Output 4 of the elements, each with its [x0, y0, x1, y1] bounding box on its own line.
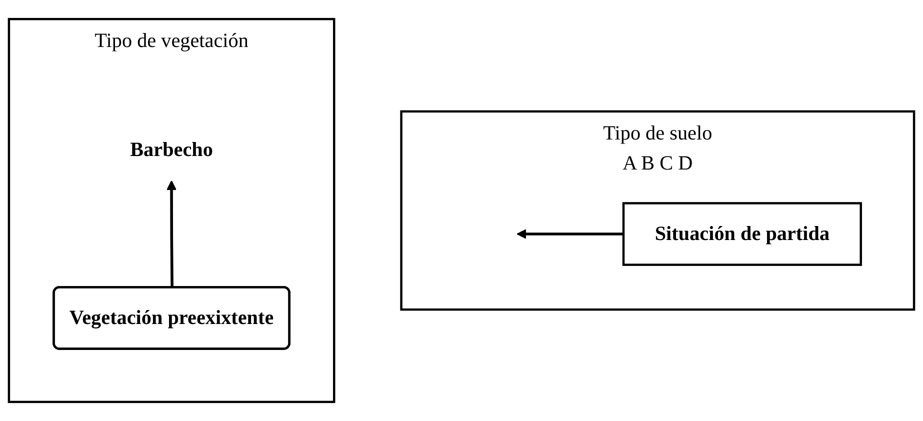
arrow [166, 180, 176, 288]
arrow [516, 229, 624, 239]
node-text: Barbecho [130, 138, 213, 161]
node-box: Situación de partida [622, 202, 862, 266]
